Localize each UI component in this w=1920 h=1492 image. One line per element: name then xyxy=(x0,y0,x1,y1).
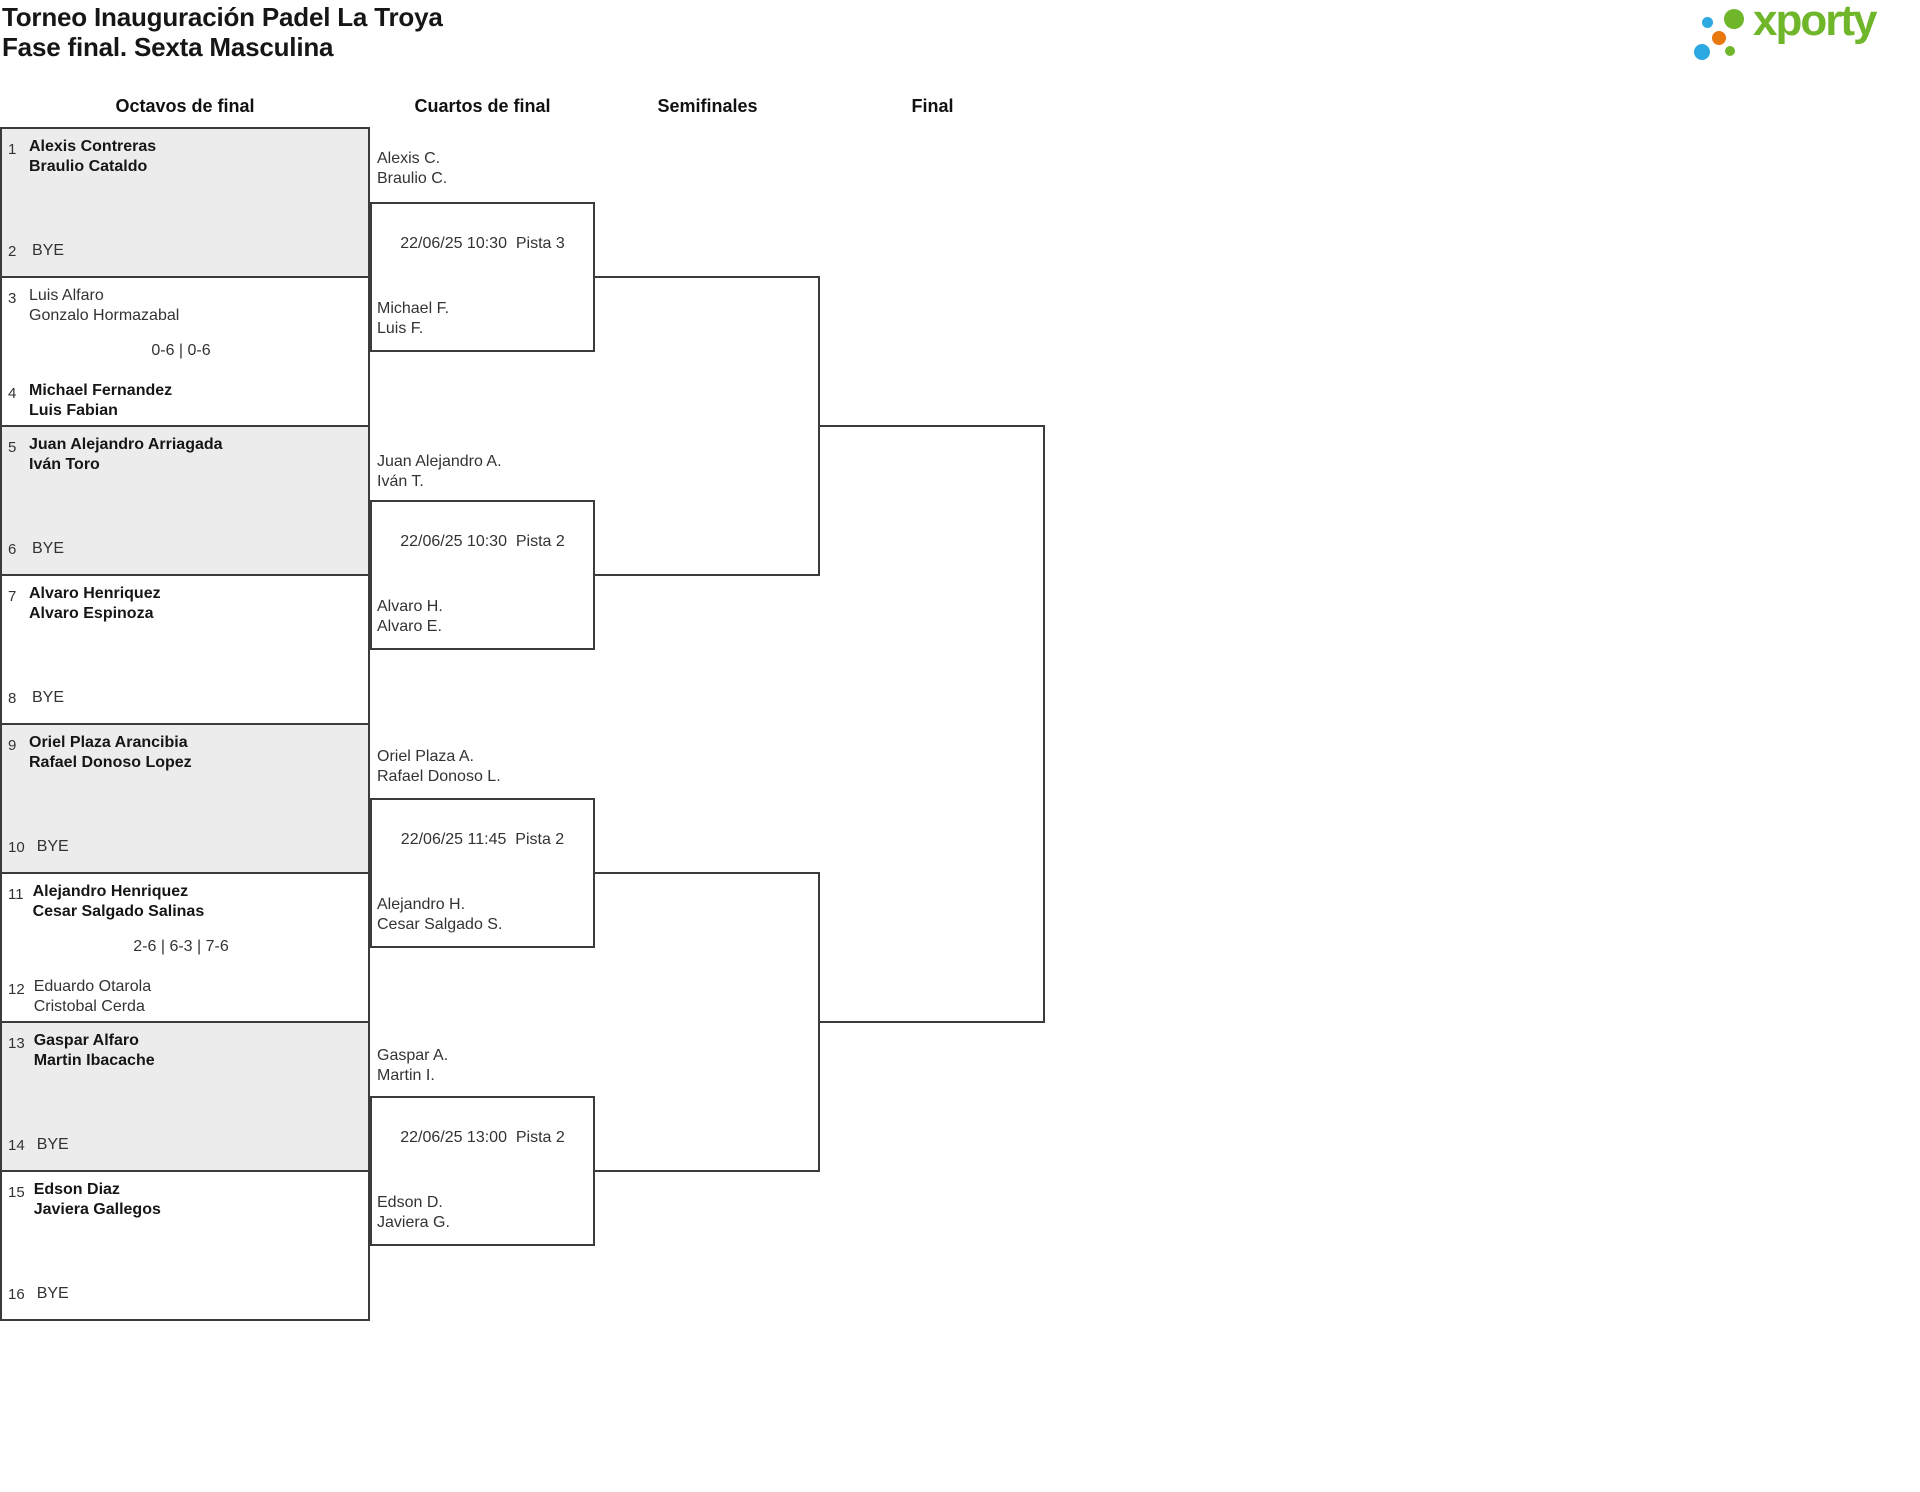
seed-number: 1 xyxy=(8,141,17,158)
logo-dot-icon xyxy=(1702,17,1713,28)
bye-slot: 14 BYE xyxy=(8,1135,69,1155)
seed-number: 9 xyxy=(8,737,17,754)
match-schedule: 22/06/25 10:30 Pista 2 xyxy=(400,533,565,550)
advancing-team: Edson D.Javiera G. xyxy=(377,1194,450,1231)
advancing-team: Michael F.Luis F. xyxy=(377,300,450,337)
seed-number: 3 xyxy=(8,290,17,307)
logo-dot-icon xyxy=(1724,9,1744,29)
bye-label: BYE xyxy=(36,1136,69,1153)
advancing-team: Alexis C.Braulio C. xyxy=(377,150,448,187)
advancing-team: Alejandro H.Cesar Salgado S. xyxy=(377,896,503,933)
seed-number: 5 xyxy=(8,439,17,456)
match-schedule: 22/06/25 10:30 Pista 3 xyxy=(400,235,565,252)
seed-number: 12 xyxy=(8,981,25,998)
bye-label: BYE xyxy=(36,838,69,855)
bye-label: BYE xyxy=(32,689,65,706)
bracket-subtitle: Fase final. Sexta Masculina xyxy=(2,32,334,62)
logo-dot-icon xyxy=(1725,46,1735,56)
bye-slot: 8 BYE xyxy=(8,688,64,708)
bye-label: BYE xyxy=(36,1285,69,1302)
match-score: 0-6 | 0-6 xyxy=(151,341,211,359)
seed-number: 4 xyxy=(8,385,17,402)
bye-slot: 16 BYE xyxy=(8,1284,69,1304)
tournament-title: Torneo Inauguración Padel La Troya xyxy=(2,2,443,32)
advancing-team: Gaspar A.Martin I. xyxy=(377,1047,449,1084)
match-schedule: 22/06/25 13:00 Pista 2 xyxy=(400,1129,565,1146)
seed-number: 11 xyxy=(8,886,24,903)
round-header-final: Final xyxy=(911,96,954,116)
bracket-line xyxy=(1043,425,1045,1023)
seed-number: 8 xyxy=(8,690,17,707)
bye-label: BYE xyxy=(32,540,65,557)
match-box-cuartos-1: 22/06/25 10:30 Pista 3 Michael F.Luis F. xyxy=(370,202,595,352)
logo-dot-icon xyxy=(1712,31,1726,45)
advancing-team: Alvaro H.Alvaro E. xyxy=(377,598,443,635)
xporty-logo[interactable]: xporty xyxy=(1690,0,1910,70)
seed-number: 10 xyxy=(8,839,25,856)
bye-slot: 10 BYE xyxy=(8,837,69,857)
logo-dot-icon xyxy=(1694,44,1710,60)
bracket-line xyxy=(593,276,820,278)
logo-wordmark: xporty xyxy=(1753,0,1877,45)
match-box-cuartos-4: 22/06/25 13:00 Pista 2 Edson D.Javiera G… xyxy=(370,1096,595,1246)
match-score: 2-6 | 6-3 | 7-6 xyxy=(133,937,229,955)
round-header-cuartos: Cuartos de final xyxy=(414,96,551,116)
bracket-line xyxy=(818,1021,1045,1023)
seed-number: 6 xyxy=(8,541,17,558)
match-box-cuartos-3: 22/06/25 11:45 Pista 2 Alejandro H.Cesar… xyxy=(370,798,595,948)
bye-slot: 6 BYE xyxy=(8,539,64,559)
seed-number: 7 xyxy=(8,588,17,605)
seed-number: 15 xyxy=(8,1184,25,1201)
bracket-line xyxy=(593,872,820,874)
bye-label: BYE xyxy=(32,242,65,259)
round-header-octavos: Octavos de final xyxy=(115,96,255,116)
match-box-cuartos-2: 22/06/25 10:30 Pista 2 Alvaro H.Alvaro E… xyxy=(370,500,595,650)
page-title-block: Torneo Inauguración Padel La Troya Fase … xyxy=(2,2,443,62)
seed-number: 14 xyxy=(8,1137,25,1154)
bracket-line xyxy=(593,1170,820,1172)
advancing-team: Juan Alejandro A.Iván T. xyxy=(377,453,502,490)
seed-number: 2 xyxy=(8,243,17,260)
match-schedule: 22/06/25 11:45 Pista 2 xyxy=(400,831,565,848)
bracket-line xyxy=(818,425,1045,427)
bracket-line xyxy=(593,574,820,576)
bye-slot: 2 BYE xyxy=(8,241,64,261)
seed-number: 13 xyxy=(8,1035,25,1052)
round-header-semifinales: Semifinales xyxy=(657,96,758,116)
advancing-team: Oriel Plaza A.Rafael Donoso L. xyxy=(377,748,501,785)
seed-number: 16 xyxy=(8,1286,25,1303)
